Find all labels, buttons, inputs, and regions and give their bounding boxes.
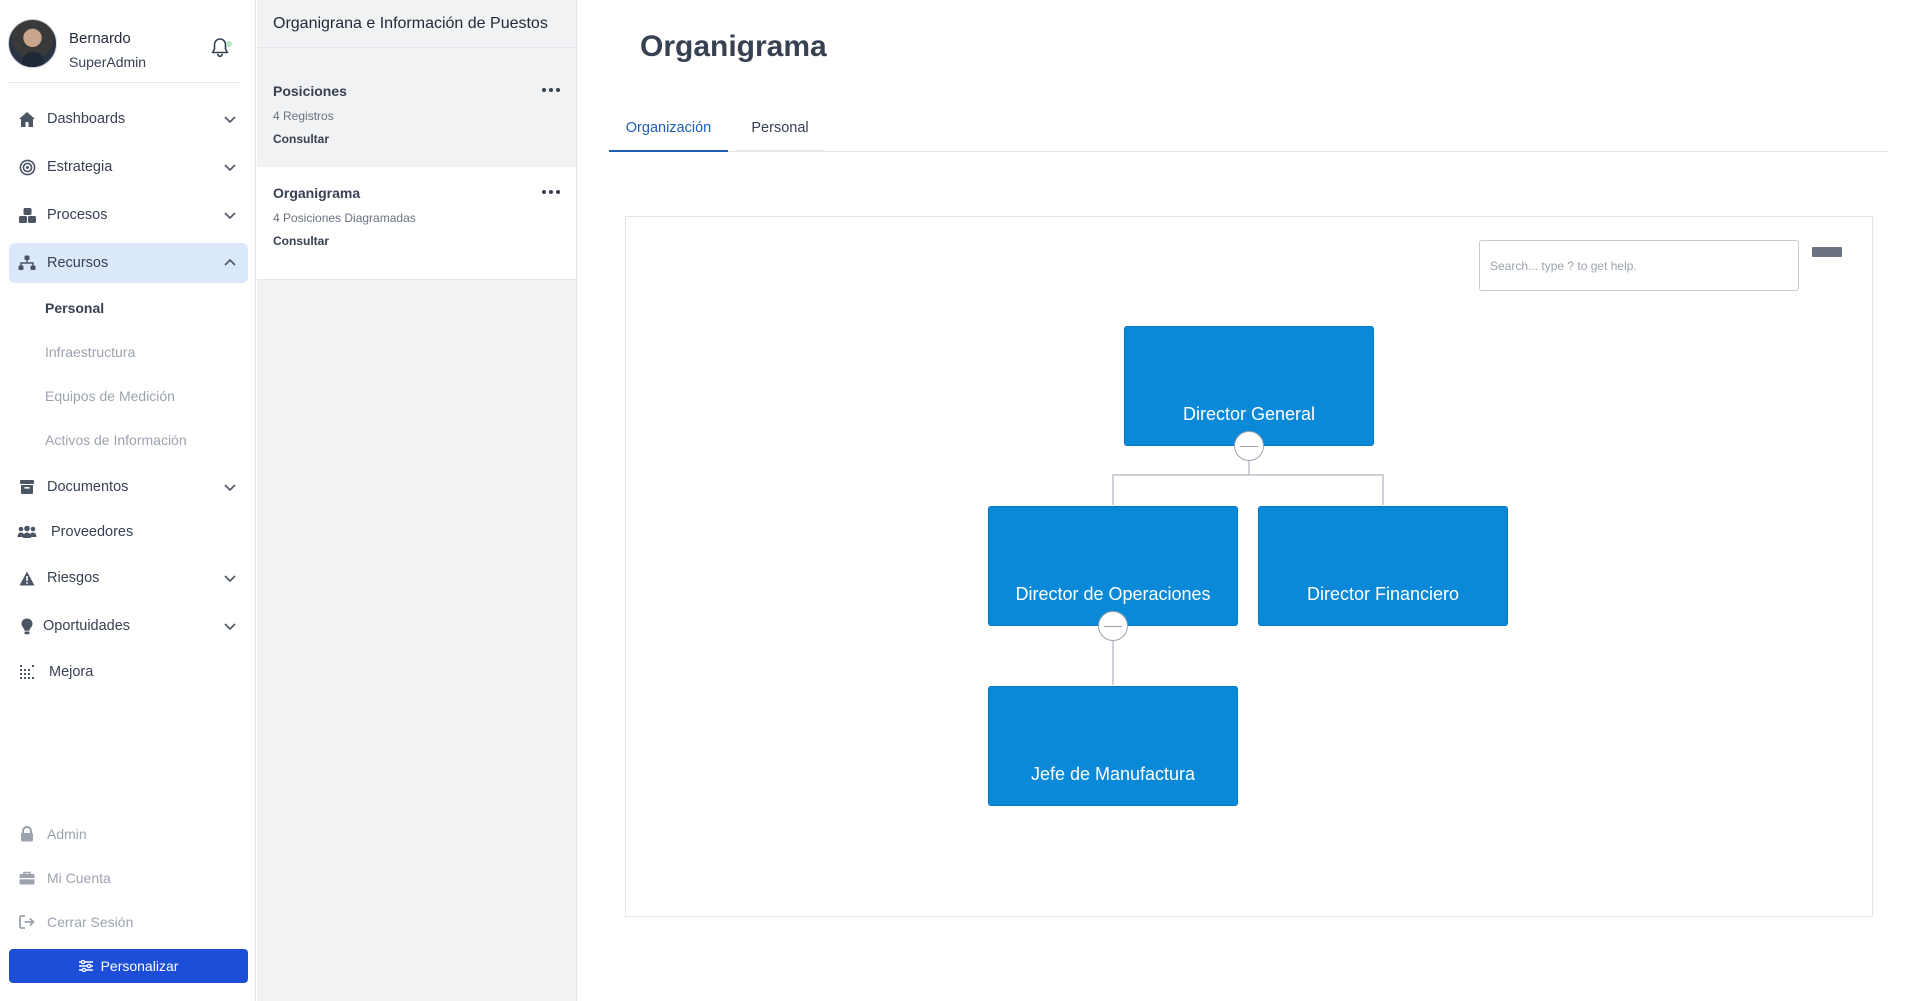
hierarchy-icon <box>15 251 39 275</box>
org-node-jefe-manufactura[interactable]: Jefe de Manufactura <box>988 686 1238 806</box>
main-content: Organigrama Organización Personal Direct… <box>578 0 1920 1001</box>
tab-organizacion[interactable]: Organización <box>609 106 728 152</box>
chevron-down-icon <box>224 575 236 583</box>
tab-personal[interactable]: Personal <box>736 106 824 152</box>
warning-icon <box>15 566 39 590</box>
briefcase-icon <box>15 866 39 890</box>
link-general-to-operaciones <box>1112 446 1250 505</box>
card-organigrama[interactable]: Organigrama 4 Posiciones Diagramadas Con… <box>257 167 576 280</box>
sidebar-item-dashboards[interactable]: Dashboards <box>9 99 248 139</box>
org-node-director-operaciones[interactable]: Director de Operaciones <box>988 506 1238 626</box>
sidebar-subitem-equipos-medicion[interactable]: Equipos de Medición <box>45 388 175 404</box>
sidebar-item-oportuidades[interactable]: Oportuidades <box>9 606 248 646</box>
sidebar-item-label: Oportuidades <box>43 618 131 634</box>
home-icon <box>15 107 39 131</box>
module-panel: Organigrana e Información de Puestos Pos… <box>257 0 577 1001</box>
divider <box>8 82 240 83</box>
more-options-icon[interactable] <box>542 85 560 95</box>
more-options-icon[interactable] <box>542 187 560 197</box>
chevron-down-icon <box>224 484 236 492</box>
lightbulb-icon <box>15 614 39 638</box>
org-chart-canvas[interactable]: Director General Director de Operaciones… <box>625 216 1873 917</box>
sidebar-item-riesgos[interactable]: Riesgos <box>9 558 248 598</box>
sidebar-item-label: Estrategia <box>47 159 113 175</box>
sidebar-item-label: Dashboards <box>47 111 126 127</box>
sidebar-item-label: Admin <box>47 826 87 842</box>
sidebar-item-proveedores[interactable]: Proveedores <box>9 512 248 552</box>
cubes-icon <box>15 203 39 227</box>
module-panel-title: Organigrana e Información de Puestos <box>257 0 576 48</box>
collapse-button[interactable] <box>1234 431 1264 461</box>
org-node-director-financiero[interactable]: Director Financiero <box>1258 506 1508 626</box>
user-role: SuperAdmin <box>69 54 147 70</box>
sidebar-item-cerrar-sesion[interactable]: Cerrar Sesión <box>9 904 248 940</box>
card-title: Posiciones <box>273 83 347 99</box>
customize-label: Personalizar <box>100 958 179 974</box>
chevron-down-icon <box>224 212 236 220</box>
user-name: Bernardo <box>69 30 131 47</box>
chart-icon <box>15 660 39 684</box>
sidebar-subitem-activos-informacion[interactable]: Activos de Información <box>45 432 187 448</box>
chevron-up-icon <box>224 258 236 266</box>
card-posiciones[interactable]: Posiciones 4 Registros Consultar <box>257 65 576 177</box>
sidebar-item-label: Cerrar Sesión <box>47 914 134 930</box>
archive-icon <box>15 475 39 499</box>
sidebar-item-mejora[interactable]: Mejora <box>9 652 248 692</box>
sidebar-item-label: Procesos <box>47 207 108 223</box>
sidebar-item-label: Documentos <box>47 479 129 495</box>
collapse-button[interactable] <box>1098 611 1128 641</box>
chevron-down-icon <box>224 164 236 172</box>
sidebar-item-label: Mejora <box>49 664 94 680</box>
diagram-toolbar-toggle[interactable] <box>1812 247 1842 257</box>
sidebar-subitem-infraestructura[interactable]: Infraestructura <box>45 344 136 360</box>
card-subtitle: 4 Posiciones Diagramadas <box>273 211 416 225</box>
sidebar-item-label: Proveedores <box>51 524 134 540</box>
sidebar: Bernardo SuperAdmin Dashboards Estrategi… <box>0 0 256 1001</box>
page-title: Organigrama <box>640 30 827 63</box>
consultar-link[interactable]: Consultar <box>273 234 330 248</box>
notification-dot <box>226 41 232 47</box>
notification-button[interactable] <box>202 30 238 66</box>
sidebar-item-label: Recursos <box>47 255 109 271</box>
diagram-search-input[interactable] <box>1479 240 1799 291</box>
sidebar-item-estrategia[interactable]: Estrategia <box>9 147 248 187</box>
target-icon <box>15 155 39 179</box>
card-subtitle: 4 Registros <box>273 109 334 123</box>
chevron-down-icon <box>224 116 236 124</box>
sidebar-subitem-personal[interactable]: Personal <box>45 300 105 316</box>
sidebar-item-recursos[interactable]: Recursos <box>9 243 248 283</box>
people-icon <box>15 520 39 544</box>
avatar[interactable] <box>8 19 57 68</box>
user-profile: Bernardo SuperAdmin <box>8 18 240 82</box>
link-general-to-financiero <box>1249 474 1384 505</box>
sliders-icon <box>78 960 93 972</box>
sidebar-item-procesos[interactable]: Procesos <box>9 195 248 235</box>
sidebar-item-label: Mi Cuenta <box>47 870 111 886</box>
chevron-down-icon <box>224 623 236 631</box>
sidebar-item-admin[interactable]: Admin <box>9 816 248 852</box>
bell-icon <box>211 38 229 58</box>
lock-icon <box>15 822 39 846</box>
org-chart-links <box>1112 446 1384 685</box>
sidebar-item-label: Riesgos <box>47 570 100 586</box>
sidebar-item-mi-cuenta[interactable]: Mi Cuenta <box>9 860 248 896</box>
org-node-director-general[interactable]: Director General <box>1124 326 1374 446</box>
logout-icon <box>15 910 39 934</box>
customize-button[interactable]: Personalizar <box>9 949 248 983</box>
sidebar-item-documentos[interactable]: Documentos <box>9 467 248 507</box>
tab-bar: Organización Personal <box>609 106 1889 152</box>
card-title: Organigrama <box>273 185 361 201</box>
consultar-link[interactable]: Consultar <box>273 132 330 146</box>
